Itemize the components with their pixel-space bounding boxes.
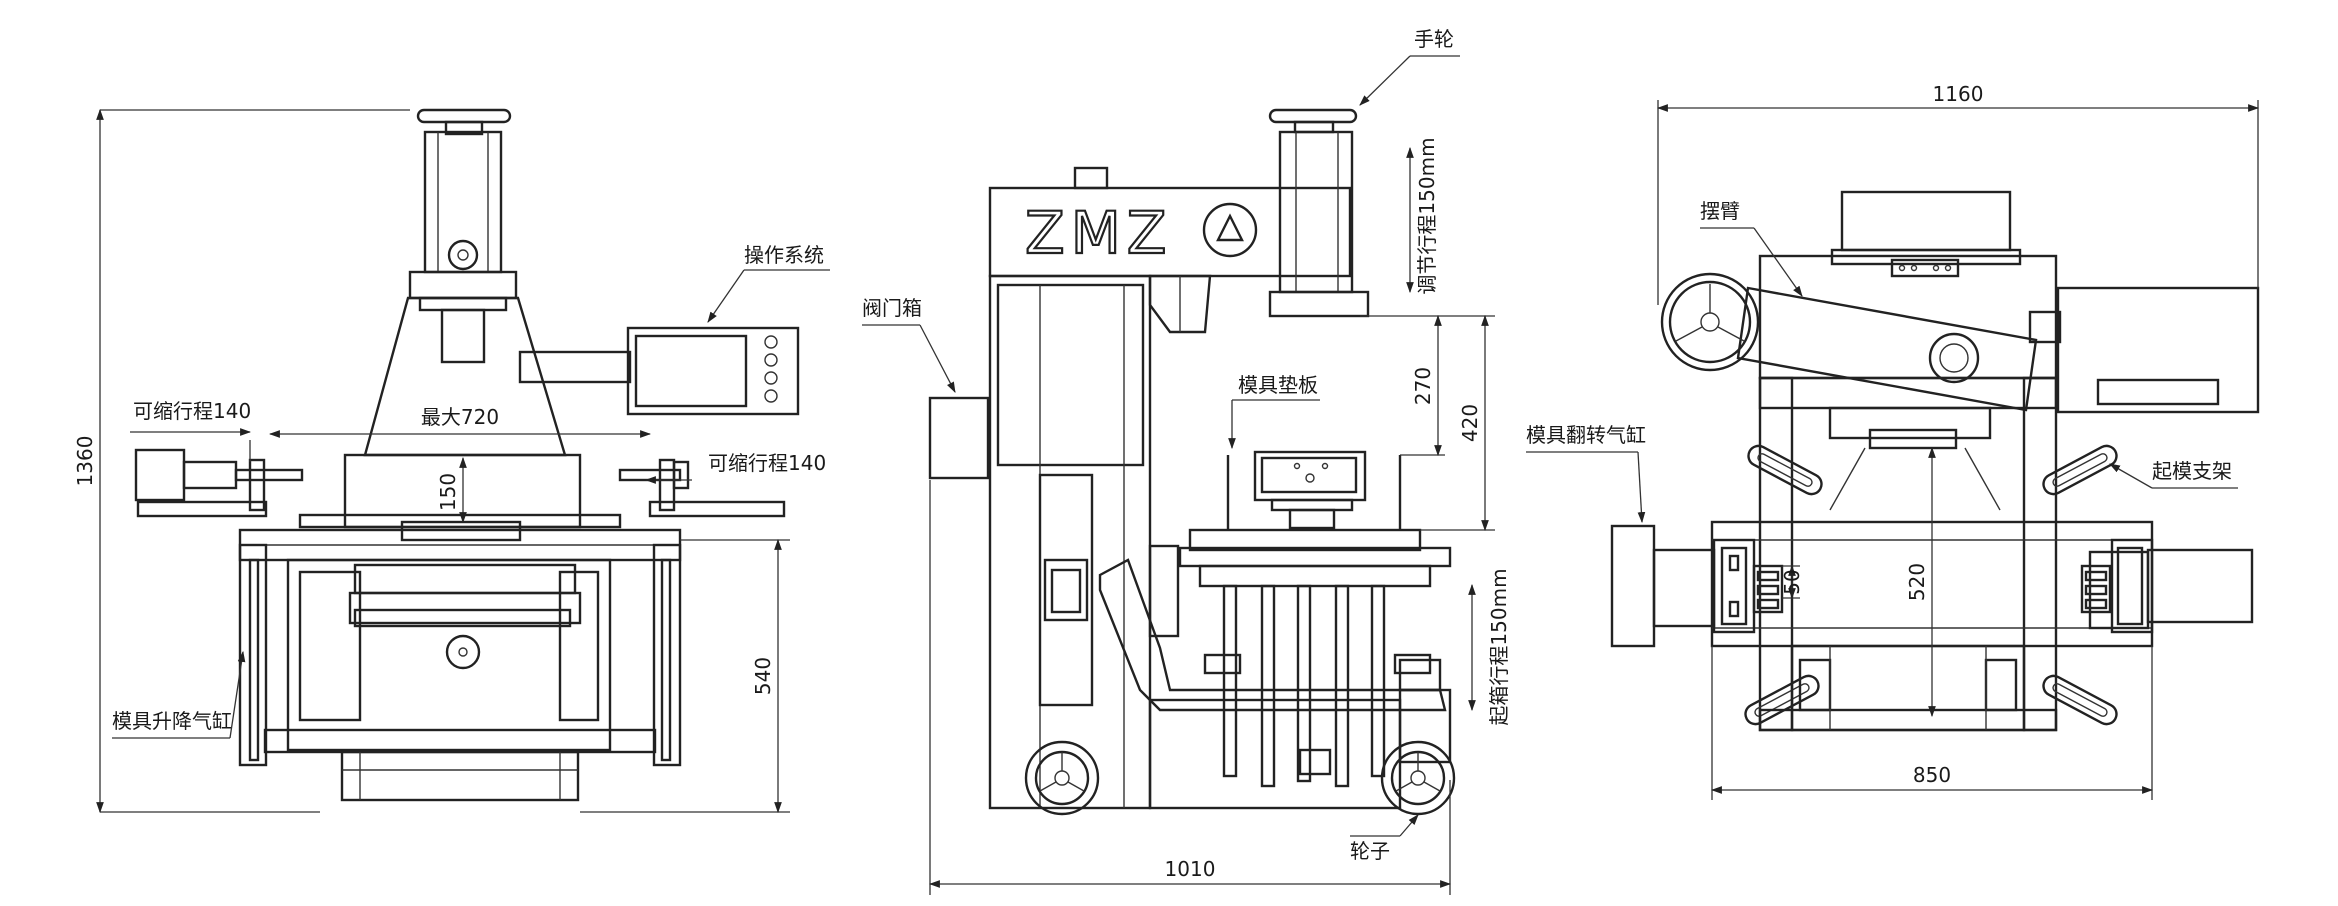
label-mold-pad: 模具垫板 <box>1238 373 1318 397</box>
logo-text: ZMZ <box>1025 199 1173 267</box>
middle-view: ZMZ <box>862 27 1511 895</box>
label-wheel: 轮子 <box>1350 839 1390 863</box>
label-max-width: 最大720 <box>421 405 499 429</box>
dim-420: 420 <box>1458 404 1482 442</box>
label-valve-box: 阀门箱 <box>862 296 922 320</box>
dim-height-540: 540 <box>751 657 775 695</box>
label-retract-stroke-right: 可缩行程140 <box>708 451 826 475</box>
dim-520: 520 <box>1905 563 1929 601</box>
label-lift-stroke: 起箱行程150mm <box>1487 568 1511 725</box>
label-adjust-stroke: 调节行程150mm <box>1415 137 1439 294</box>
dim-bottom-width: 850 <box>1913 763 1951 787</box>
dim-top-width: 1160 <box>1933 82 1984 106</box>
label-handwheel: 手轮 <box>1414 27 1454 51</box>
right-view: 1160 850 520 50 摆臂 模具翻转气缸 起模支架 <box>1526 82 2260 800</box>
label-mold-lift-support: 起模支架 <box>2152 459 2232 483</box>
dim-270: 270 <box>1411 367 1435 405</box>
dim-front-width: 1010 <box>1165 857 1216 881</box>
dim-50: 50 <box>1780 569 1804 594</box>
left-view: 1360 540 最大720 150 可缩行程140 可缩行程140 操作系统 … <box>73 108 830 814</box>
label-operation-system: 操作系统 <box>744 243 824 267</box>
dim-gap-150: 150 <box>436 473 460 511</box>
dim-height-total: 1360 <box>73 436 97 487</box>
label-swing-arm: 摆臂 <box>1700 199 1740 223</box>
label-retract-stroke-left: 可缩行程140 <box>133 399 251 423</box>
label-mold-flip-cylinder: 模具翻转气缸 <box>1526 423 1646 447</box>
label-mold-lift-cylinder: 模具升降气缸 <box>112 709 232 733</box>
